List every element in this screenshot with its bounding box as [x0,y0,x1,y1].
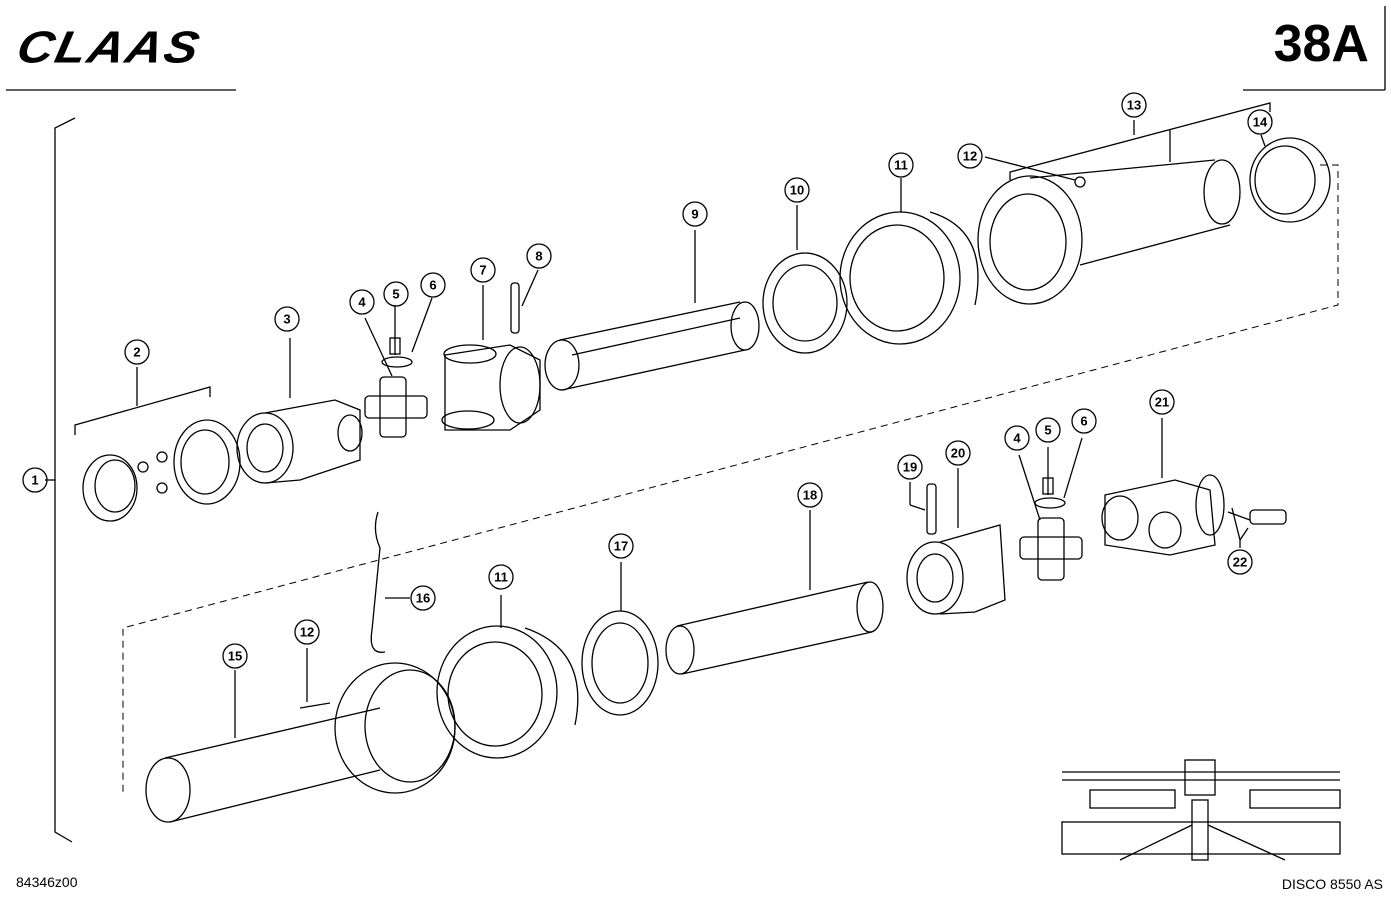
callout-4-upper: 4 [349,289,375,315]
callout-21: 21 [1149,389,1175,415]
callout-20: 20 [945,440,971,466]
callout-12-lower: 12 [294,619,320,645]
callout-4-lower: 4 [1004,425,1030,451]
callout-13: 13 [1121,92,1147,118]
callout-3: 3 [274,306,300,332]
part-14-ring [1249,134,1331,223]
callout-9: 9 [682,201,708,227]
svg-text:5: 5 [392,287,399,302]
callout-15: 15 [222,643,248,669]
svg-text:6: 6 [1080,414,1087,429]
part-22-shear-bolt [1227,507,1287,548]
callouts: 1 2 3 4 5 6 7 8 9 10 11 12 13 14 15 12 1… [22,92,1273,669]
svg-text:21: 21 [1155,395,1169,410]
svg-text:1: 1 [31,473,38,488]
callout-14: 14 [1247,109,1273,135]
part-4-cross-upper [364,297,433,438]
part-11-cone-lower [436,595,579,759]
svg-text:22: 22 [1233,555,1247,570]
callout-16: 16 [410,585,436,611]
location-inset [1061,759,1341,861]
header-frame [6,6,1386,91]
svg-text:16: 16 [416,591,430,606]
callout-6-upper: 6 [420,272,446,298]
svg-text:2: 2 [133,345,140,360]
part-9-inner-tube [544,230,760,391]
svg-text:3: 3 [283,312,290,327]
part-10-bearing-ring [762,205,848,354]
part-20-inner-yoke [906,468,1006,615]
callout-7: 7 [470,257,496,283]
svg-text:12: 12 [300,625,314,640]
part-12-screw-lower [299,648,331,709]
part-17-bearing-ring [581,562,659,716]
callout-17: 17 [608,533,634,559]
part-4-cross-lower [1018,437,1083,581]
svg-text:12: 12 [963,149,977,164]
svg-text:10: 10 [790,183,804,198]
callout-12-upper: 12 [957,143,983,169]
callout-8: 8 [526,243,552,269]
svg-text:9: 9 [691,207,698,222]
part-7-inner-yoke [441,285,541,431]
part-11-cone-upper [839,178,979,345]
callout-6-lower: 6 [1071,408,1097,434]
callout-19: 19 [897,454,923,480]
dashed-assembly-frame [122,164,1339,795]
callout-1: 1 [22,467,48,493]
callout-18: 18 [797,482,823,508]
assembly-bracket [54,117,76,843]
svg-text:17: 17 [614,539,628,554]
callout-11-lower: 11 [488,564,514,590]
svg-text:8: 8 [535,249,542,264]
part-18-inner-tube [665,510,884,675]
callout-10: 10 [784,177,810,203]
svg-text:14: 14 [1253,115,1268,130]
svg-text:11: 11 [894,158,908,173]
svg-text:15: 15 [228,649,242,664]
drawing-number: 84346z00 [16,874,78,890]
part-19-spring-pin [909,482,937,535]
part-15-outer-tube [145,670,381,823]
part-12-screw-upper [984,156,1086,188]
callout-2: 2 [124,339,150,365]
svg-text:13: 13 [1127,98,1141,113]
svg-text:4: 4 [358,295,366,310]
svg-text:6: 6 [429,278,436,293]
svg-text:11: 11 [494,570,508,585]
svg-text:18: 18 [803,488,817,503]
guard-housing-lower [334,662,456,794]
part-13-outer-guard-tube [977,102,1271,305]
svg-text:7: 7 [479,263,486,278]
callout-22: 22 [1227,549,1253,575]
part-16-safety-chain [370,511,410,653]
part-8-spring-pin [510,269,539,334]
page-code: 38A [1273,15,1369,73]
callout-11-upper: 11 [888,152,914,178]
machine-model: DISCO 8550 AS [1281,876,1383,892]
callout-5-upper: 5 [383,281,409,307]
callout-5-lower: 5 [1035,417,1061,443]
part-21-yoke [1101,418,1225,556]
svg-text:4: 4 [1013,431,1021,446]
svg-text:19: 19 [903,460,917,475]
part-3-outer-yoke [236,338,363,484]
part-2-bearing-kit [74,367,241,522]
svg-text:5: 5 [1044,423,1051,438]
svg-text:20: 20 [951,446,965,461]
